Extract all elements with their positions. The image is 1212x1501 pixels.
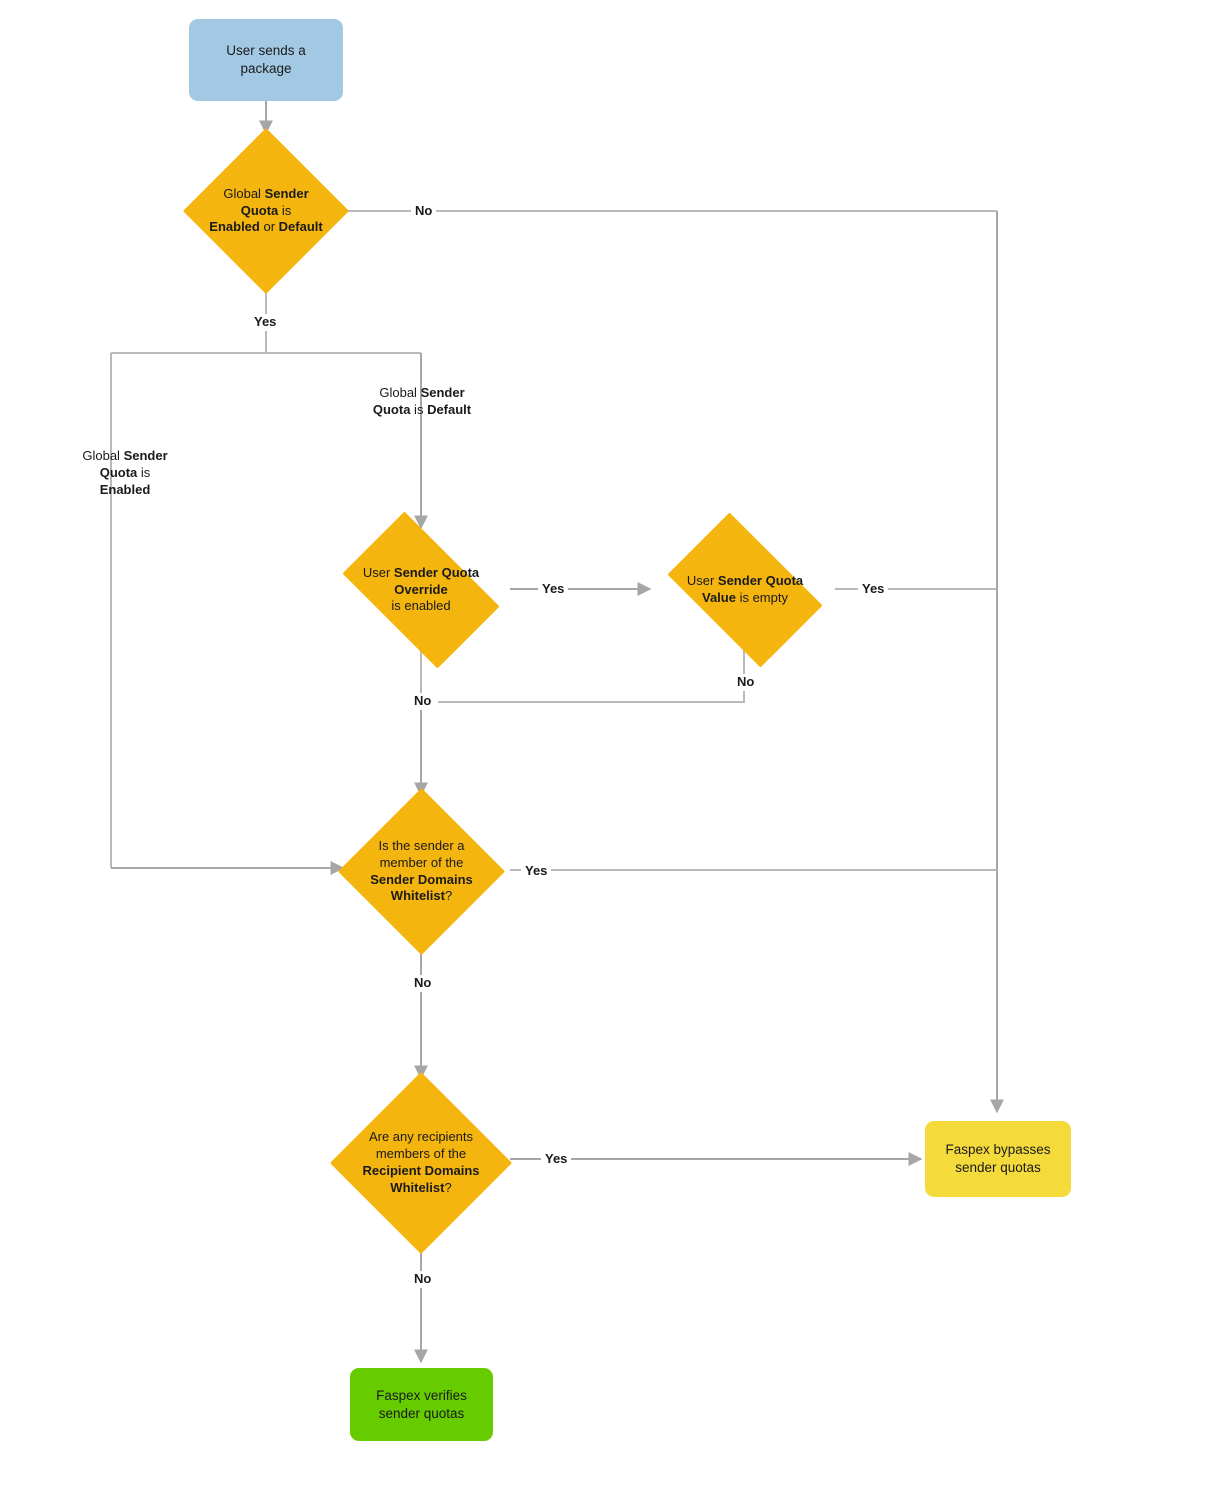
node-global-sender-quota[interactable]: Global Sender Quota is Enabled or Defaul… — [182, 127, 350, 295]
branch-label-global-quota-enabled: Global Sender Quota is Enabled — [82, 448, 168, 498]
node-verify-label: Faspex verifies sender quotas — [376, 1387, 467, 1421]
edge-label-recipient-whitelist-no: No — [410, 1271, 436, 1288]
edge-label-value-yes: Yes — [858, 581, 889, 598]
node-sender-quota-override[interactable]: User Sender Quota Override is enabled — [326, 511, 516, 669]
edge-label-override-no: No — [410, 693, 436, 710]
node-faspex-verifies-sender-quotas[interactable]: Faspex verifies sender quotas — [350, 1368, 493, 1441]
node-bypass-label: Faspex bypasses sender quotas — [945, 1142, 1051, 1175]
edge-label-global-yes: Yes — [250, 314, 281, 331]
node-sender-domains-whitelist[interactable]: Is the sender a member of the Sender Dom… — [337, 787, 506, 956]
edge-label-sender-whitelist-no: No — [410, 975, 436, 992]
node-recipient-domains-whitelist-label: Are any recipients members of the Recipi… — [362, 1129, 480, 1195]
edge-label-override-yes: Yes — [538, 581, 569, 598]
node-sender-domains-whitelist-label: Is the sender a member of the Sender Dom… — [370, 837, 473, 904]
branch-label-global-quota-default: Global Sender Quota is Default — [372, 385, 472, 418]
edge-label-sender-whitelist-yes: Yes — [521, 863, 552, 880]
edge-label-global-no: No — [411, 203, 437, 220]
node-global-sender-quota-label: Global Sender Quota is Enabled or Defaul… — [209, 185, 323, 235]
node-sender-quota-value[interactable]: User Sender Quota Value is empty — [652, 512, 838, 668]
node-sender-quota-override-label: User Sender Quota Override is enabled — [362, 564, 480, 614]
node-recipient-domains-whitelist[interactable]: Are any recipients members of the Recipi… — [329, 1071, 513, 1255]
node-start[interactable]: User sends a package — [189, 19, 343, 101]
node-sender-quota-value-label: User Sender Quota Value is empty — [686, 573, 804, 605]
edge-label-value-no: No — [733, 674, 759, 691]
node-faspex-bypasses-sender-quotas[interactable]: Faspex bypasses sender quotas — [925, 1121, 1071, 1197]
node-start-label: User sends a package — [226, 43, 306, 76]
edge-label-recipient-whitelist-yes: Yes — [541, 1151, 572, 1168]
